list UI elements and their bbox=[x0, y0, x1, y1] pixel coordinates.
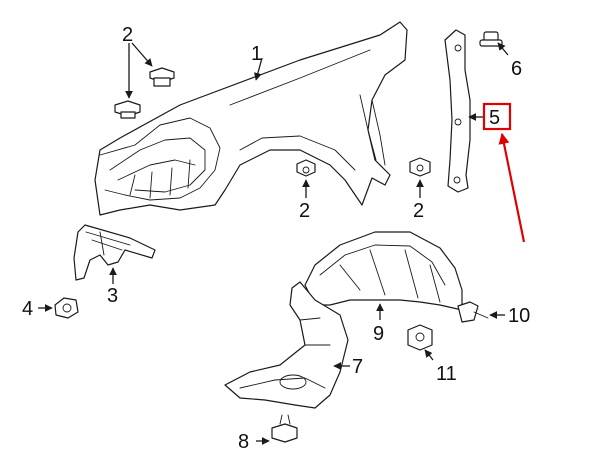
callout-2-right: 2 bbox=[413, 200, 424, 222]
callout-11: 11 bbox=[436, 363, 457, 385]
screw-8-part bbox=[271, 414, 298, 443]
clip-part bbox=[479, 31, 503, 47]
callout-1: 1 bbox=[251, 43, 262, 65]
callout-5: 5 bbox=[489, 107, 500, 129]
callout-2-mid: 2 bbox=[299, 200, 310, 222]
leader-11 bbox=[424, 349, 434, 361]
bolt-4-part bbox=[54, 297, 79, 319]
callout-4: 4 bbox=[22, 298, 33, 320]
highlight-arrow bbox=[498, 132, 526, 243]
fender-liner-part bbox=[304, 231, 463, 311]
fender-part bbox=[94, 21, 408, 216]
leader-2a-2 bbox=[131, 42, 153, 67]
highlight-box bbox=[482, 102, 512, 131]
nut-11-part bbox=[407, 324, 433, 351]
screw-10-part bbox=[457, 301, 489, 323]
leader-6 bbox=[497, 42, 509, 56]
splash-shield-part bbox=[224, 281, 349, 409]
callout-8: 8 bbox=[238, 431, 249, 453]
leader-1 bbox=[254, 57, 263, 81]
callout-10: 10 bbox=[508, 305, 530, 327]
grommet-left bbox=[114, 100, 141, 119]
grommet-mid bbox=[296, 159, 316, 177]
callout-9: 9 bbox=[373, 323, 384, 345]
callout-3: 3 bbox=[107, 285, 118, 307]
bracket-part bbox=[73, 224, 156, 281]
grommet-right bbox=[409, 157, 431, 177]
callout-7: 7 bbox=[352, 356, 363, 378]
callout-6: 6 bbox=[511, 58, 522, 80]
grommet-top bbox=[149, 67, 175, 87]
seal-strip-part bbox=[444, 29, 471, 193]
callout-2-top: 2 bbox=[122, 24, 133, 46]
